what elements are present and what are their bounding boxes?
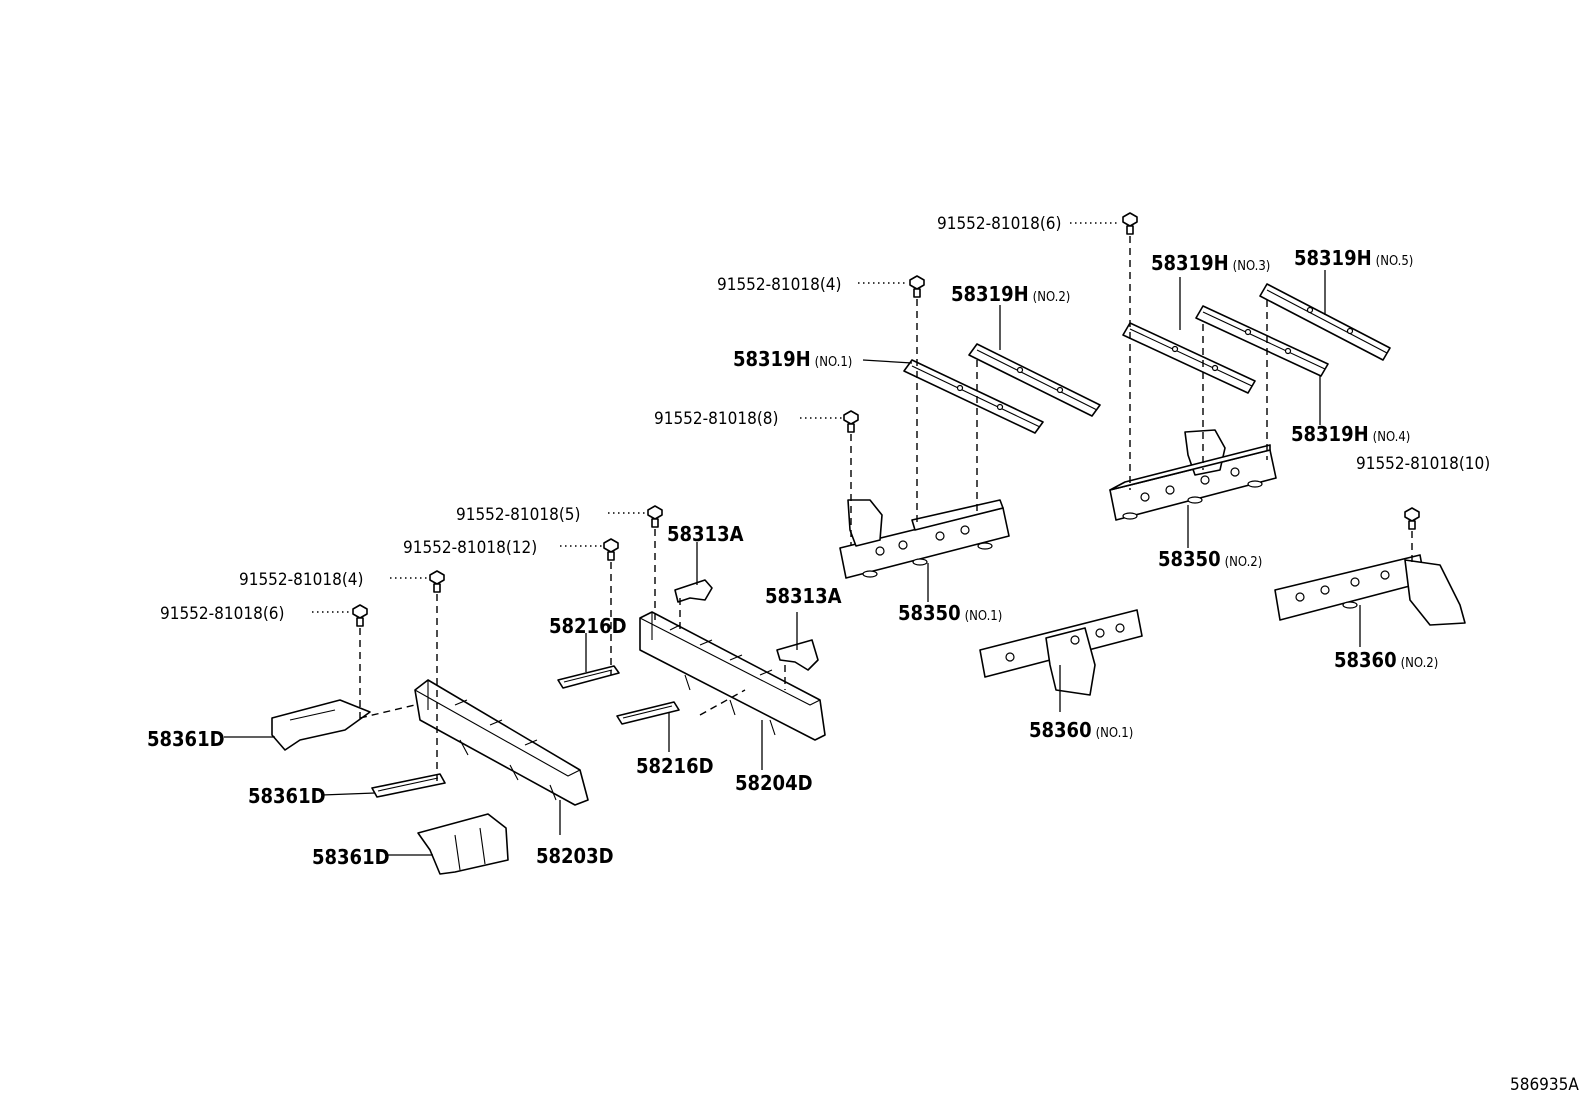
figure-id: 586935A xyxy=(1510,1075,1579,1095)
label-plate-58216d-bottom: 58216D xyxy=(636,754,714,778)
label-bracket-58361d-bottom: 58361D xyxy=(312,845,390,869)
bracket-58361d-bottom xyxy=(417,813,509,875)
label-bolt-12: 91552-81018(12) xyxy=(403,538,537,558)
bracket-58361d-mid xyxy=(371,773,446,798)
alignment-lines xyxy=(359,236,1413,785)
label-bracket-58361d-mid: 58361D xyxy=(248,784,326,808)
label-bolt-10: 91552-81018(10) xyxy=(1356,454,1490,474)
label-rail-no1: 58319H(NO.1) xyxy=(733,347,852,371)
bolt-icon-4-top xyxy=(909,275,925,298)
rail-58319h-no4 xyxy=(1195,305,1329,377)
label-bracket-58361d-top: 58361D xyxy=(147,727,225,751)
label-bolt-5: 91552-81018(5) xyxy=(456,505,580,525)
member-58360-no1 xyxy=(979,609,1143,696)
member-58350-no2 xyxy=(1109,429,1277,521)
label-bolt-8: 91552-81018(8) xyxy=(654,409,778,429)
label-bolt-4-top: 91552-81018(4) xyxy=(717,275,841,295)
bracket-58313a-right xyxy=(776,639,819,671)
bracket-58361d-top xyxy=(271,699,371,751)
part-leaders xyxy=(224,270,1361,856)
bolt-icon-10 xyxy=(1404,507,1420,530)
label-crossmember-58203d: 58203D xyxy=(536,844,614,868)
label-bracket-58313a-right: 58313A xyxy=(765,584,842,608)
label-bolt-4-left: 91552-81018(4) xyxy=(239,570,363,590)
label-plate-58216d-top: 58216D xyxy=(549,614,627,638)
bolt-icon-8 xyxy=(843,410,859,433)
label-bracket-58313a-left: 58313A xyxy=(667,522,744,546)
label-member-58350-no1: 58350(NO.1) xyxy=(898,601,1002,625)
bolt-icon-4-left xyxy=(429,570,445,593)
plate-58216d-top xyxy=(557,665,620,689)
label-member-58350-no2: 58350(NO.2) xyxy=(1158,547,1262,571)
member-58360-no2 xyxy=(1274,554,1466,626)
label-rail-no5: 58319H(NO.5) xyxy=(1294,246,1413,270)
label-member-58360-no1: 58360(NO.1) xyxy=(1029,718,1133,742)
crossmember-58203d xyxy=(414,679,589,806)
label-member-58360-no2: 58360(NO.2) xyxy=(1334,648,1438,672)
bolt-icon-5 xyxy=(647,505,663,528)
rail-58319h-no2 xyxy=(968,343,1101,417)
label-rail-no3: 58319H(NO.3) xyxy=(1151,251,1270,275)
plate-58216d-bottom xyxy=(616,701,680,725)
rail-58319h-no3 xyxy=(1122,322,1256,394)
bolt-icon-6-top xyxy=(1122,212,1138,235)
label-bolt-6-top: 91552-81018(6) xyxy=(937,214,1061,234)
member-58350-no1 xyxy=(839,499,1010,579)
label-rail-no4: 58319H(NO.4) xyxy=(1291,422,1410,446)
label-crossmember-58204d: 58204D xyxy=(735,771,813,795)
crossmember-58204d xyxy=(639,611,826,741)
bolt-icon-6-left xyxy=(352,604,368,627)
label-bolt-6-left: 91552-81018(6) xyxy=(160,604,284,624)
bracket-58313a-left xyxy=(674,579,713,603)
fastener-leaders xyxy=(312,222,1118,613)
label-rail-no2: 58319H(NO.2) xyxy=(951,282,1070,306)
bolt-icon-12 xyxy=(603,538,619,561)
rail-58319h-no1 xyxy=(903,359,1044,434)
rail-58319h-no5 xyxy=(1259,283,1391,361)
